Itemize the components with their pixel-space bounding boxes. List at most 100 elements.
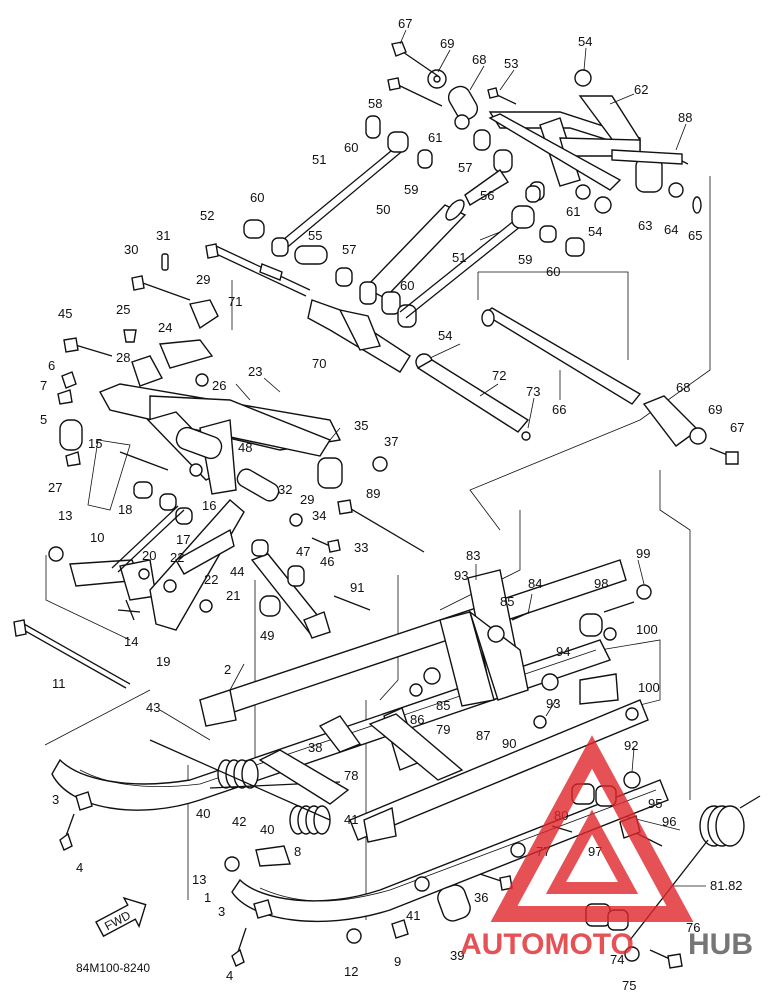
- callout-15: 15: [88, 436, 102, 451]
- watermark-text-hub: HUB: [688, 928, 753, 961]
- callout-37: 37: [384, 434, 398, 449]
- callout-7: 7: [40, 378, 47, 393]
- callout-53: 53: [504, 56, 518, 71]
- callout-85: 85: [500, 594, 514, 609]
- callout-55: 55: [308, 228, 322, 243]
- callout-13-b: 13: [192, 872, 206, 887]
- callout-64: 64: [664, 222, 678, 237]
- callout-22: 22: [170, 550, 184, 565]
- callout-100-b: 100: [638, 680, 660, 695]
- callout-23: 23: [248, 364, 262, 379]
- callout-48: 48: [238, 440, 252, 455]
- callout-98: 98: [594, 576, 608, 591]
- callout-54-b: 54: [588, 224, 602, 239]
- callout-86: 86: [410, 712, 424, 727]
- callout-57: 57: [458, 160, 472, 175]
- callout-88: 88: [678, 110, 692, 125]
- callout-57-b: 57: [342, 242, 356, 257]
- callout-63: 63: [638, 218, 652, 233]
- callout-labels: 67 69 68 53 54 58 62 88 60 61 57 51 59 5…: [40, 16, 744, 993]
- callout-9: 9: [394, 954, 401, 969]
- callout-11: 11: [52, 676, 66, 691]
- callout-3-b: 3: [218, 904, 225, 919]
- callout-69: 69: [440, 36, 454, 51]
- callout-54: 54: [578, 34, 592, 49]
- callout-69-b: 69: [708, 402, 722, 417]
- callout-41-b: 41: [406, 908, 420, 923]
- callout-74: 74: [610, 952, 624, 967]
- callout-90: 90: [502, 736, 516, 751]
- callout-41: 41: [344, 812, 358, 827]
- callout-35: 35: [354, 418, 368, 433]
- callout-6: 6: [48, 358, 55, 373]
- rear-torsion-spring: [629, 795, 761, 941]
- callout-51-b: 51: [452, 250, 466, 265]
- callout-3: 3: [52, 792, 59, 807]
- callout-36: 36: [474, 890, 488, 905]
- rear-arm-assembly: [205, 41, 739, 465]
- part-code: 84M100-8240: [76, 961, 150, 975]
- callout-18: 18: [118, 502, 132, 517]
- callout-78: 78: [344, 768, 358, 783]
- callout-60-d: 60: [400, 278, 414, 293]
- callout-67: 67: [398, 16, 412, 31]
- callout-75: 75: [622, 978, 636, 993]
- callout-38: 38: [308, 740, 322, 755]
- torsion-spring-left: [217, 759, 259, 789]
- watermark-text-automoto: AUTOMOTO: [460, 928, 634, 961]
- callout-26: 26: [212, 378, 226, 393]
- callout-59: 59: [404, 182, 418, 197]
- callout-42: 42: [232, 814, 246, 829]
- callout-52: 52: [200, 208, 214, 223]
- callout-24: 24: [158, 320, 172, 335]
- callout-25: 25: [116, 302, 130, 317]
- callout-46: 46: [320, 554, 334, 569]
- callout-97: 97: [588, 844, 602, 859]
- callout-60-c: 60: [546, 264, 560, 279]
- callout-34: 34: [312, 508, 326, 523]
- callout-100: 100: [636, 622, 658, 637]
- fwd-arrow: FWD: [95, 896, 147, 938]
- callout-16: 16: [202, 498, 216, 513]
- callout-73: 73: [526, 384, 540, 399]
- callout-85-b: 85: [436, 698, 450, 713]
- callout-29: 29: [196, 272, 210, 287]
- callout-65: 65: [688, 228, 702, 243]
- callout-33: 33: [354, 540, 368, 555]
- callout-2: 2: [224, 662, 231, 677]
- front-arm-assembly: [13, 253, 425, 689]
- callout-17: 17: [176, 532, 190, 547]
- callout-60: 60: [344, 140, 358, 155]
- callout-92: 92: [624, 738, 638, 753]
- callout-10: 10: [90, 530, 104, 545]
- callout-68-b: 68: [676, 380, 690, 395]
- callout-40: 40: [196, 806, 210, 821]
- callout-91: 91: [350, 580, 364, 595]
- watermark-logo: AUTOMOTO HUB: [460, 735, 753, 961]
- callout-12: 12: [344, 964, 358, 979]
- callout-8: 8: [294, 844, 301, 859]
- callout-62: 62: [634, 82, 648, 97]
- callout-93-b: 93: [546, 696, 560, 711]
- callout-56: 56: [480, 188, 494, 203]
- callout-13: 13: [58, 508, 72, 523]
- callout-84: 84: [528, 576, 542, 591]
- callout-96: 96: [662, 814, 676, 829]
- callout-87: 87: [476, 728, 490, 743]
- callout-39: 39: [450, 948, 464, 963]
- callout-30: 30: [124, 242, 138, 257]
- callout-45: 45: [58, 306, 72, 321]
- callout-21: 21: [226, 588, 240, 603]
- callout-89: 89: [366, 486, 380, 501]
- callout-44: 44: [230, 564, 244, 579]
- callout-27: 27: [48, 480, 62, 495]
- callout-68: 68: [472, 52, 486, 67]
- callout-76: 76: [686, 920, 700, 935]
- callout-49: 49: [260, 628, 274, 643]
- callout-81-82: 81.82: [710, 878, 743, 893]
- callout-19: 19: [156, 654, 170, 669]
- callout-32: 32: [278, 482, 292, 497]
- torsion-spring-right: [289, 805, 331, 835]
- callout-29-b: 29: [300, 492, 314, 507]
